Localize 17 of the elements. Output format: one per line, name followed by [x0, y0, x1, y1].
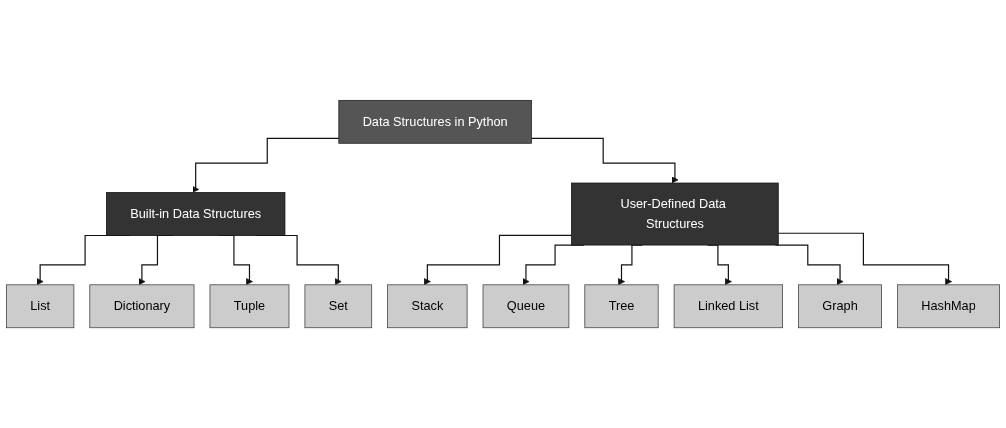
- arrow: [192, 137, 340, 193]
- node-box: Linked List: [673, 284, 783, 329]
- node-box: Queue: [482, 284, 570, 329]
- node-box: List: [5, 284, 75, 329]
- node-box: Dictionary: [89, 284, 195, 329]
- node-box: Built-in Data Structures: [106, 192, 286, 236]
- arrow: [423, 234, 573, 286]
- node-box: User-Defined Data Structures: [571, 182, 779, 246]
- node-box: Tree: [584, 284, 659, 329]
- node-box: Tuple: [209, 284, 290, 329]
- arrow: [777, 232, 953, 286]
- node-box: Graph: [798, 284, 882, 329]
- node-box: HashMap: [897, 284, 1000, 329]
- node-box: Stack: [387, 284, 468, 329]
- node-box: Data Structures in Python: [338, 99, 532, 144]
- arrow: [530, 137, 679, 184]
- node-box: Set: [304, 284, 373, 329]
